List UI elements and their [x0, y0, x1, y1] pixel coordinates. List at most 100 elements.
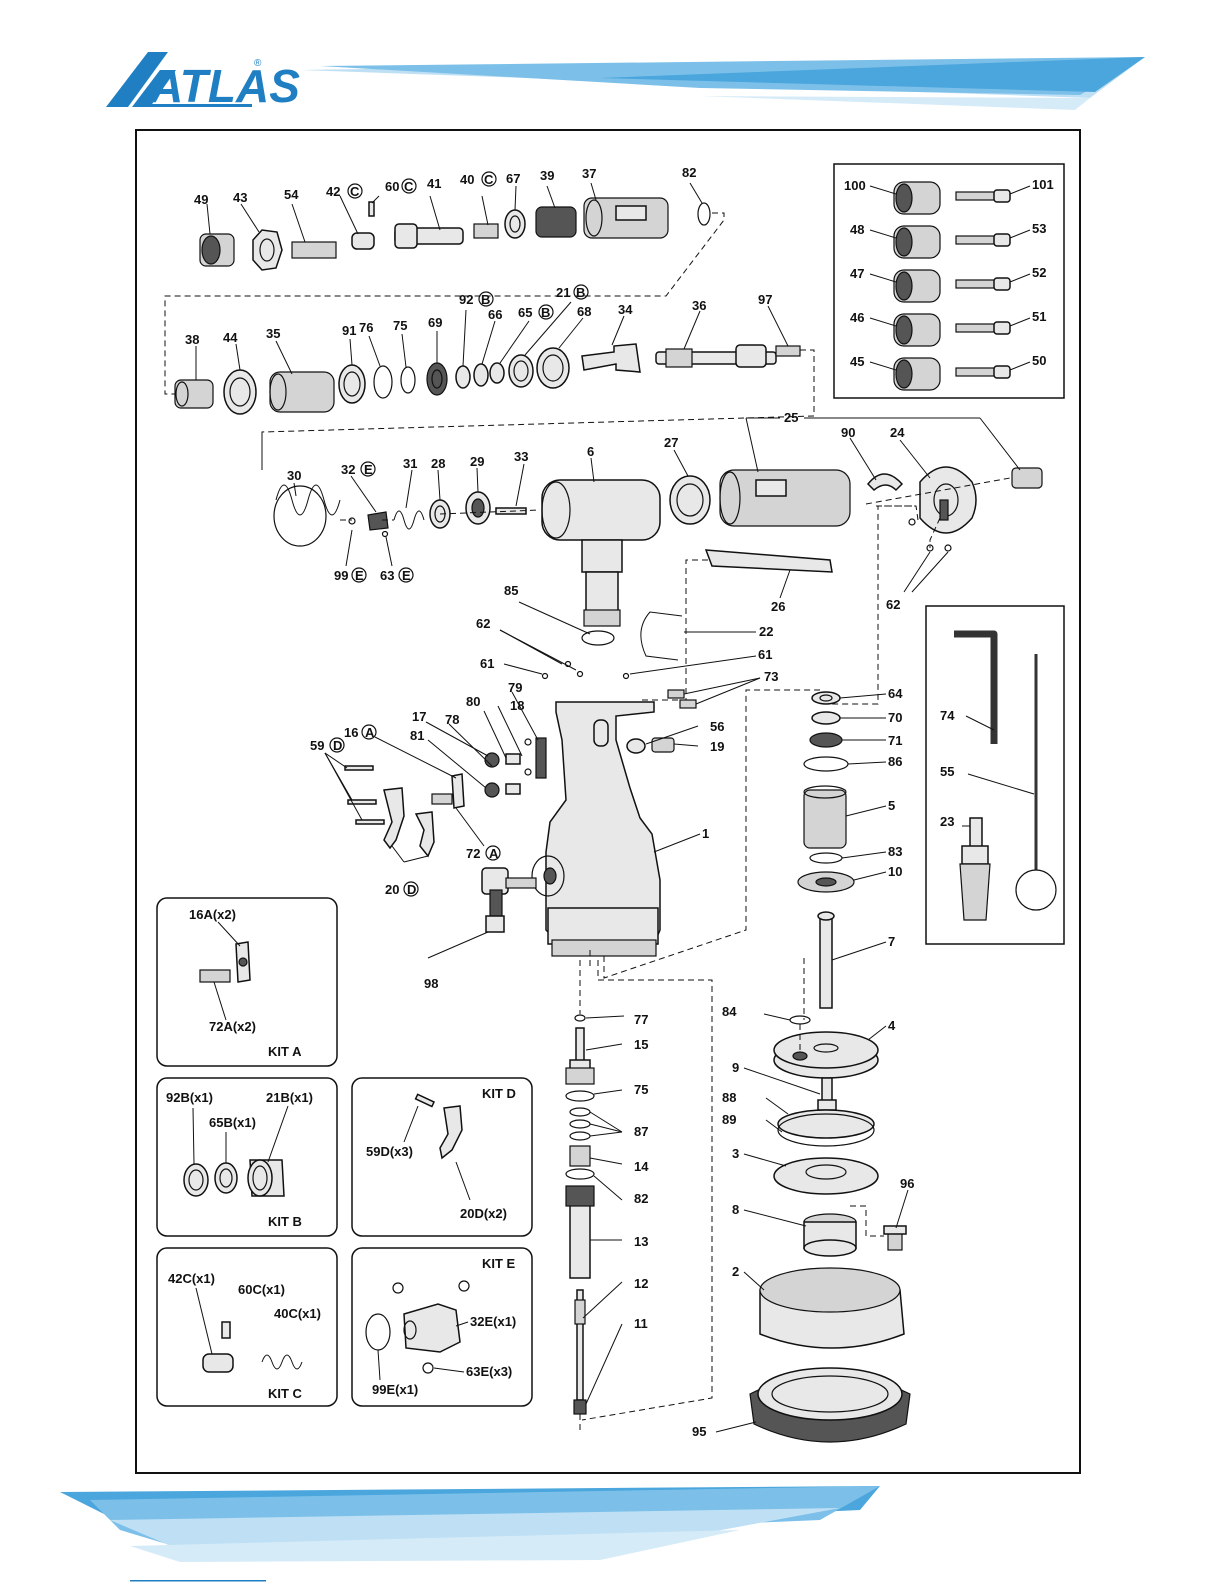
part-31	[393, 510, 425, 530]
logo-text: ATLAS	[149, 60, 300, 112]
part-38	[174, 379, 214, 409]
label-90: 90	[841, 425, 855, 440]
kit-c-item-42C: 42C(x1)	[168, 1271, 215, 1286]
part-3	[773, 1157, 879, 1195]
label-37: 37	[582, 166, 596, 181]
part-75-upper	[400, 366, 416, 394]
label-100: 100	[844, 178, 866, 193]
kit-a-item-72A: 72A(x2)	[209, 1019, 256, 1034]
nosepiece-47-row	[893, 269, 1011, 303]
label-56: 56	[710, 719, 724, 734]
kit-a-title: KIT A	[268, 1044, 302, 1059]
part-88	[777, 1109, 875, 1139]
part-91	[338, 364, 366, 404]
label-52: 52	[1032, 265, 1046, 280]
nosepiece-48-row	[893, 225, 1011, 259]
label-77: 77	[634, 1012, 648, 1027]
label-6: 6	[587, 444, 594, 459]
kit-c-box: 42C(x1) 60C(x1) 40C(x1) KIT C	[156, 1247, 338, 1407]
part-35	[269, 371, 335, 413]
label-34: 34	[618, 302, 633, 317]
label-61-right: 61	[758, 647, 772, 662]
label-33: 33	[514, 449, 528, 464]
label-21: 21	[556, 285, 570, 300]
part-63	[381, 530, 389, 538]
nosepiece-100-row	[893, 181, 1011, 215]
label-54: 54	[284, 187, 299, 202]
part-valve-assembly	[484, 737, 547, 798]
header-swoosh	[300, 57, 1145, 110]
kit-b-title: KIT B	[268, 1214, 302, 1229]
part-27	[669, 475, 711, 525]
part-86	[803, 756, 849, 772]
label-86: 86	[888, 754, 902, 769]
label-11: 11	[634, 1316, 648, 1331]
svg-text:E: E	[364, 462, 373, 477]
label-74: 74	[940, 708, 955, 723]
part-65	[489, 362, 505, 384]
label-12: 12	[634, 1276, 648, 1291]
part-82-lower	[565, 1168, 595, 1180]
label-42: 42	[326, 184, 340, 199]
part-54	[291, 241, 337, 259]
label-75-lower: 75	[634, 1082, 648, 1097]
kit-c-item-40C: 40C(x1)	[274, 1306, 321, 1321]
label-64: 64	[888, 686, 903, 701]
svg-text:E: E	[355, 568, 364, 583]
label-76: 76	[359, 320, 373, 335]
label-40: 40	[460, 172, 474, 187]
label-81: 81	[410, 728, 424, 743]
label-70: 70	[888, 710, 902, 725]
label-65: 65	[518, 305, 532, 320]
label-87: 87	[634, 1124, 648, 1139]
kit-e-item-99E: 99E(x1)	[372, 1382, 418, 1397]
part-39	[535, 206, 577, 238]
row-2-parts	[174, 343, 815, 470]
footer-underline	[130, 1580, 266, 1582]
part-84	[789, 1015, 811, 1025]
part-75-lower	[565, 1090, 595, 1102]
label-8: 8	[732, 1202, 739, 1217]
svg-text:D: D	[407, 882, 416, 897]
label-19: 19	[710, 739, 724, 754]
label-31: 31	[403, 456, 417, 471]
part-76	[373, 365, 393, 399]
label-18: 18	[510, 698, 524, 713]
label-25: 25	[784, 410, 798, 425]
part-25-bolt	[1011, 467, 1043, 489]
label-73: 73	[764, 669, 778, 684]
right-column-parts	[749, 691, 911, 1443]
svg-text:C: C	[484, 172, 494, 187]
label-75-upper: 75	[393, 318, 407, 333]
label-51: 51	[1032, 309, 1046, 324]
part-59-pins	[344, 765, 385, 825]
label-71: 71	[888, 733, 902, 748]
label-20: 20	[385, 882, 399, 897]
label-78: 78	[445, 712, 459, 727]
part-70	[811, 711, 841, 725]
label-82-upper: 82	[682, 165, 696, 180]
part-26	[704, 549, 833, 573]
label-16: 16	[344, 725, 358, 740]
kit-e-box: KIT E 32E(x1) 63E(x3) 99E(x1)	[351, 1247, 533, 1407]
kit-d-box: KIT D 59D(x3) 20D(x2)	[351, 1077, 533, 1237]
part-11	[573, 1399, 587, 1415]
center-column-parts	[565, 960, 595, 1432]
label-9: 9	[732, 1060, 739, 1075]
label-84: 84	[722, 1004, 737, 1019]
part-92	[455, 365, 471, 389]
kit-d-item-59D: 59D(x3)	[366, 1144, 413, 1159]
label-10: 10	[888, 864, 902, 879]
label-43: 43	[233, 190, 247, 205]
part-83	[809, 852, 843, 864]
part-32	[367, 511, 389, 531]
svg-text:E: E	[402, 568, 411, 583]
label-30: 30	[287, 468, 301, 483]
part-64	[811, 691, 841, 705]
label-59: 59	[310, 738, 324, 753]
logo-registered: ®	[254, 58, 262, 69]
kit-a-item-16A: 16A(x2)	[189, 907, 236, 922]
label-92: 92	[459, 292, 473, 307]
svg-text:C: C	[404, 179, 414, 194]
part-85	[581, 630, 615, 646]
